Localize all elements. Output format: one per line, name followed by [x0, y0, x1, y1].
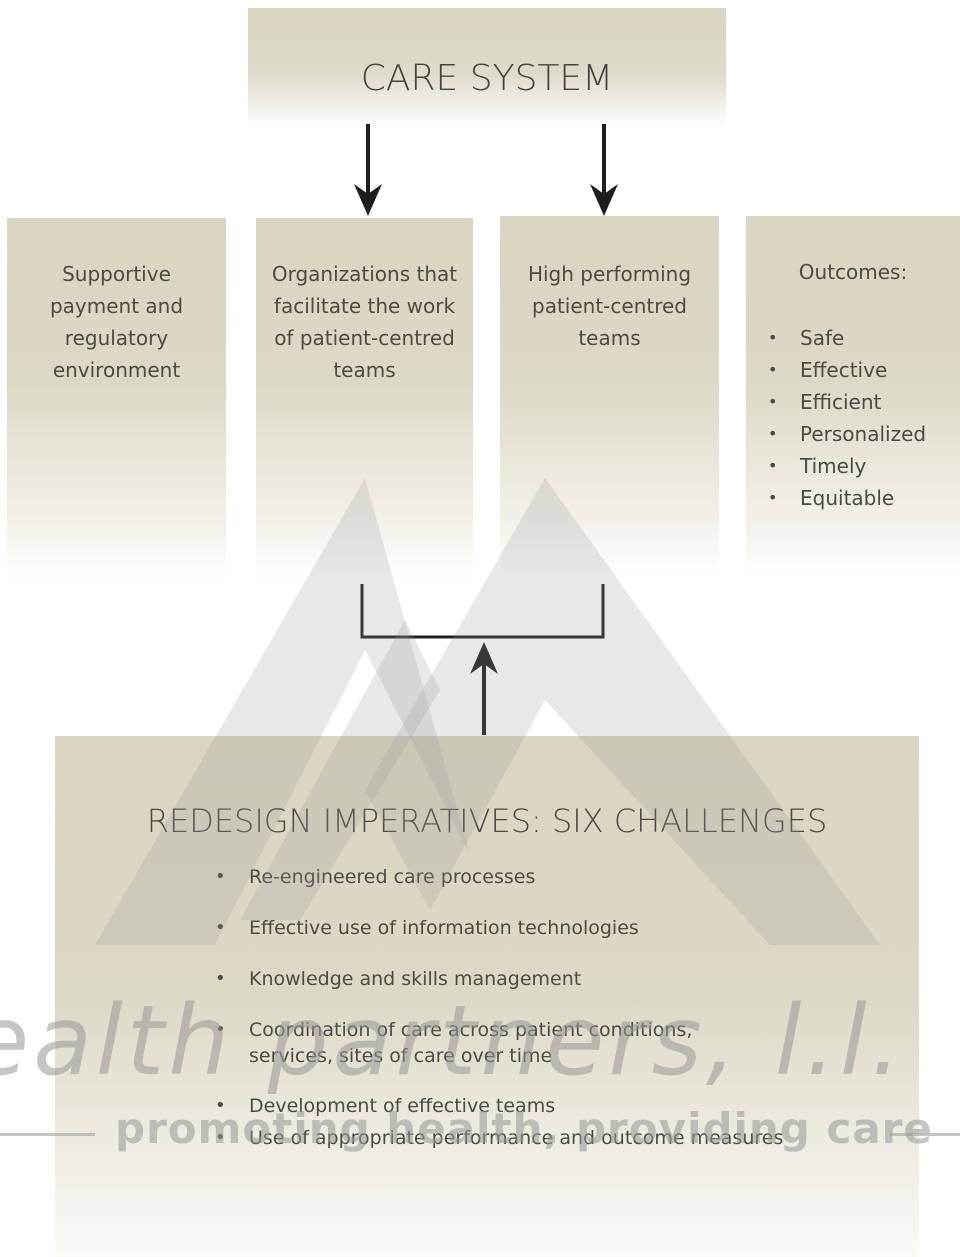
- challenge-item: • Use of appropriate performance and outc…: [215, 1125, 835, 1151]
- watermark-name: ealth partners, l.l.: [0, 985, 906, 1097]
- bullet-icon: •: [215, 1019, 226, 1040]
- challenge-label: Re-engineered care processes: [249, 866, 536, 888]
- arrow-to-organizations: [354, 124, 382, 216]
- bracket-connector: [360, 584, 605, 639]
- bullet-icon: •: [768, 392, 778, 411]
- challenge-item: • Knowledge and skills management: [215, 966, 835, 992]
- high-performing-teams-text: High performing patient-centred teams: [527, 262, 692, 350]
- outcome-item: • Effective: [764, 354, 926, 386]
- watermark-line-right: [890, 1133, 960, 1136]
- bullet-icon: •: [215, 917, 226, 938]
- care-system-title: CARE SYSTEM: [360, 58, 614, 99]
- outcome-label: Personalized: [800, 422, 927, 446]
- outcome-label: Equitable: [800, 486, 895, 510]
- care-system-box: CARE SYSTEM: [248, 8, 726, 128]
- outcome-label: Efficient: [800, 390, 882, 414]
- bullet-icon: •: [768, 360, 778, 379]
- challenge-label: Coordination of care across patient cond…: [249, 1019, 693, 1067]
- redesign-imperatives-title: REDESIGN IMPERATIVES: SIX CHALLENGES: [146, 802, 828, 840]
- arrow-from-redesign: [470, 642, 498, 735]
- bullet-icon: •: [215, 968, 226, 989]
- challenge-item: • Coordination of care across patient con…: [215, 1017, 719, 1069]
- challenges-list: • Re-engineered care processes • Effective…: [215, 864, 835, 1151]
- bullet-icon: •: [768, 488, 778, 507]
- challenge-item: • Development of effective teams: [215, 1093, 835, 1119]
- outcome-label: Effective: [800, 358, 888, 382]
- outcomes-box: Outcomes: • Safe • Effective • Efficient • P…: [746, 216, 960, 578]
- bullet-icon: •: [215, 1127, 226, 1148]
- redesign-imperatives-box: REDESIGN IMPERATIVES: SIX CHALLENGES • Re…: [55, 736, 919, 1257]
- challenge-label: Knowledge and skills management: [249, 968, 582, 990]
- organizations-text: Organizations that facilitate the work o…: [271, 262, 458, 382]
- organizations-box: Organizations that facilitate the work o…: [256, 218, 473, 580]
- bullet-icon: •: [768, 424, 778, 443]
- payment-regulatory-text: Supportive payment and regulatory enviro…: [49, 262, 184, 382]
- watermark-line-left: [0, 1133, 95, 1136]
- outcome-item: • Efficient: [764, 386, 926, 418]
- challenge-item: • Re-engineered care processes: [215, 864, 835, 890]
- outcome-item: • Timely: [764, 450, 926, 482]
- watermark-tagline: promoting health, providing care: [115, 1104, 933, 1153]
- outcome-item: • Personalized: [764, 418, 926, 450]
- outcome-item: • Safe: [764, 322, 926, 354]
- payment-regulatory-box: Supportive payment and regulatory enviro…: [7, 218, 226, 580]
- outcome-label: Safe: [800, 326, 845, 350]
- challenge-label: Effective use of information technologie…: [249, 917, 639, 939]
- challenge-label: Development of effective teams: [249, 1095, 556, 1117]
- outcome-label: Timely: [800, 454, 867, 478]
- bullet-icon: •: [768, 456, 778, 475]
- high-performing-teams-box: High performing patient-centred teams: [500, 216, 719, 578]
- challenge-label: Use of appropriate performance and outco…: [249, 1127, 784, 1149]
- bullet-icon: •: [215, 1095, 226, 1116]
- challenge-item: • Effective use of information technologi…: [215, 915, 835, 941]
- outcomes-heading: Outcomes:: [798, 260, 908, 284]
- outcome-item: • Equitable: [764, 482, 926, 514]
- bullet-icon: •: [768, 328, 778, 347]
- arrow-to-teams: [590, 124, 618, 216]
- outcomes-list: • Safe • Effective • Efficient • Personalize…: [764, 322, 926, 514]
- bullet-icon: •: [215, 866, 226, 887]
